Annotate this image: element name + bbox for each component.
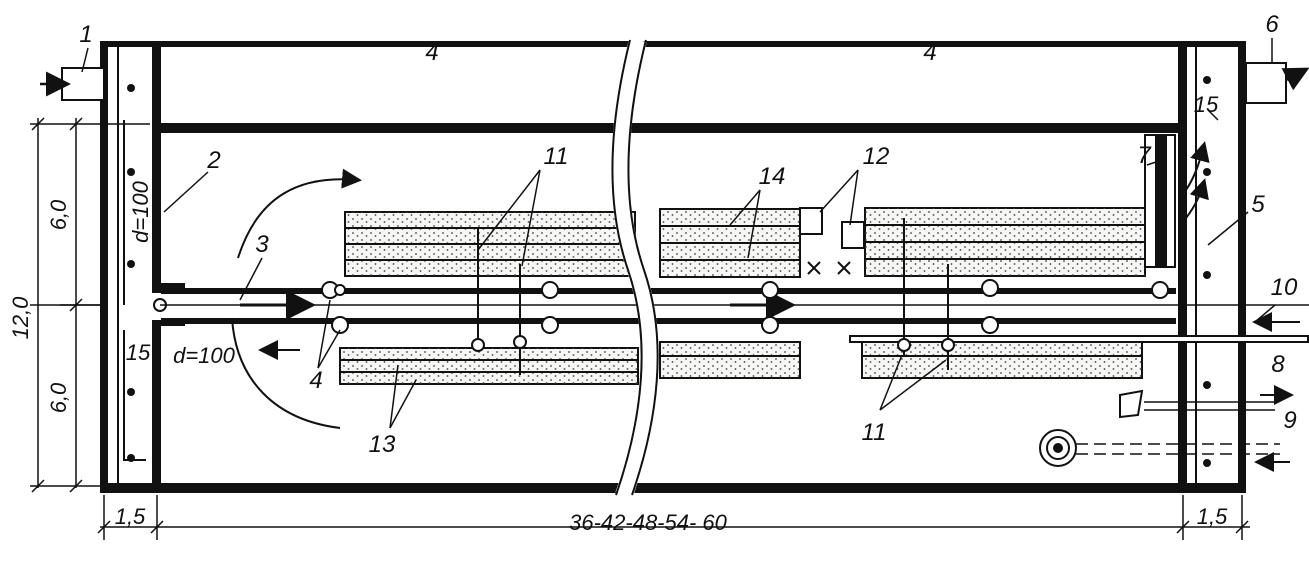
dim-half-upper: 6,0 bbox=[46, 199, 71, 230]
dimension-lines bbox=[30, 117, 1250, 540]
callout-14: 14 bbox=[759, 163, 786, 190]
callout-15-left: 15 bbox=[126, 340, 151, 365]
leader-lines bbox=[81, 38, 1276, 429]
hot-air-arrows bbox=[1185, 141, 1210, 219]
callout-8: 8 bbox=[1271, 351, 1285, 378]
outer-wall-bottom bbox=[104, 483, 1241, 493]
callout-9: 9 bbox=[1283, 407, 1296, 434]
callout-11-bottom: 11 bbox=[862, 419, 887, 446]
callout-3: 3 bbox=[255, 231, 269, 258]
outer-wall-right bbox=[1238, 41, 1246, 493]
dim-length-range: 36-42-48-54- 60 bbox=[569, 510, 728, 535]
callout-13: 13 bbox=[369, 431, 396, 458]
callout-1: 1 bbox=[79, 21, 92, 48]
lower-stacks bbox=[339, 341, 1143, 385]
callout-11-top: 11 bbox=[544, 143, 569, 170]
callout-15-right: 15 bbox=[1194, 92, 1219, 117]
callout-6: 6 bbox=[1265, 11, 1279, 38]
break-line bbox=[611, 37, 659, 498]
callout-4-top-left: 4 bbox=[425, 39, 438, 66]
callout-7: 7 bbox=[1137, 142, 1152, 169]
dim-left-width: 1,5 bbox=[115, 504, 146, 529]
pipe-diameter-lower: d=100 bbox=[173, 343, 236, 368]
flow-arrows bbox=[240, 290, 1300, 360]
left-channel-wall-lower bbox=[152, 320, 161, 493]
vertical-rods bbox=[471, 218, 955, 375]
left-channel-wall bbox=[152, 41, 161, 293]
rotation-arc bbox=[231, 168, 362, 429]
callout-4-top-right: 4 bbox=[923, 39, 936, 66]
outlet-valve-group bbox=[1039, 385, 1294, 472]
outer-wall-top bbox=[104, 41, 1241, 47]
outer-wall-left bbox=[100, 41, 108, 493]
pipe-inlet-1 bbox=[40, 67, 105, 101]
upper-channel-wall bbox=[161, 283, 185, 291]
rollers bbox=[321, 279, 1169, 334]
callout-4: 4 bbox=[309, 367, 322, 394]
callout-5: 5 bbox=[1251, 191, 1265, 218]
dim-total-height: 12,0 bbox=[8, 296, 33, 340]
callout-2: 2 bbox=[206, 147, 220, 174]
pipe-outlet-6 bbox=[1245, 62, 1309, 104]
callout-12: 12 bbox=[863, 143, 890, 170]
right-channel-wall bbox=[1178, 41, 1187, 493]
pipe-diameter-upper: d=100 bbox=[128, 180, 153, 243]
dim-right-width: 1,5 bbox=[1197, 504, 1228, 529]
dim-half-lower: 6,0 bbox=[46, 382, 71, 413]
callout-10: 10 bbox=[1271, 274, 1298, 301]
upper-stacks bbox=[344, 134, 1176, 278]
chamber-top-wall bbox=[161, 123, 1179, 133]
track-rails bbox=[60, 288, 1309, 343]
